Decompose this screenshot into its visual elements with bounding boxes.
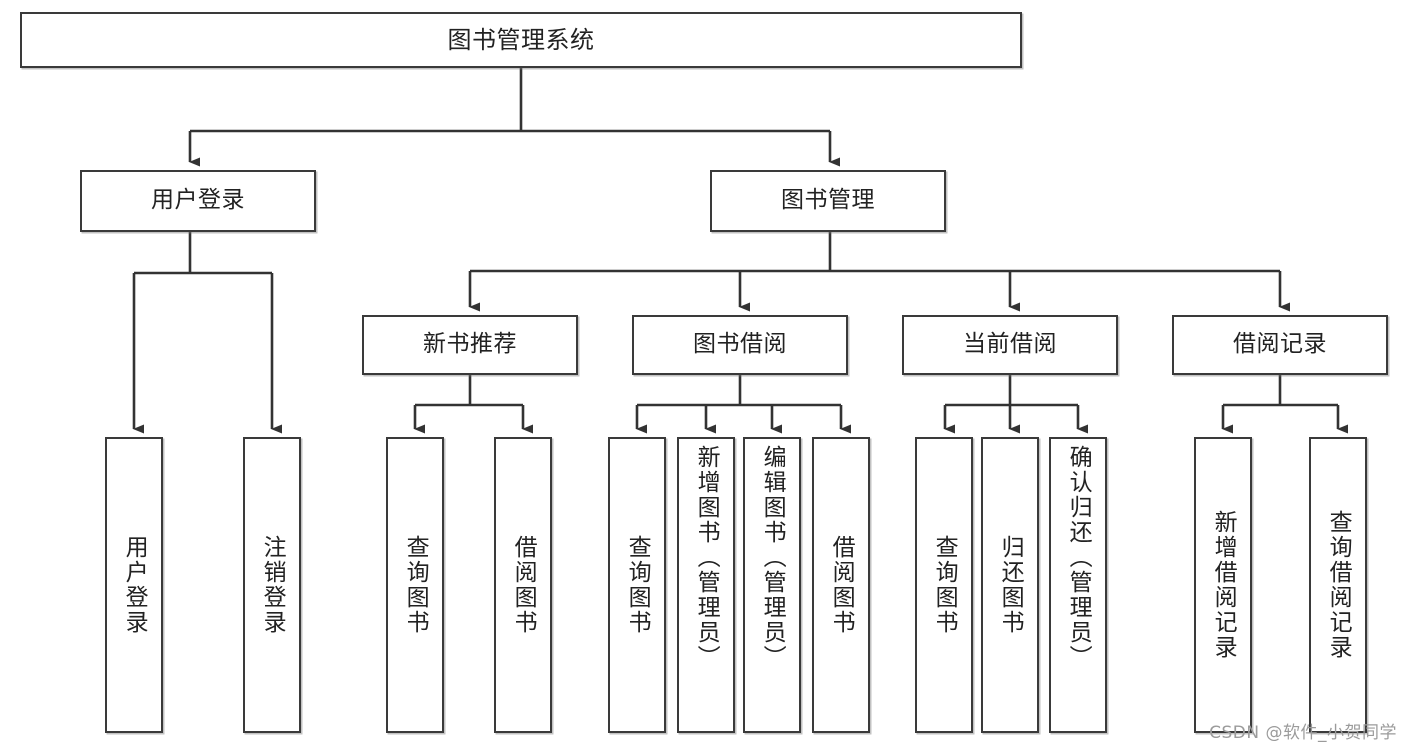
watermark-text: CSDN @软件_小贺同学	[1209, 723, 1397, 743]
node-label: 借阅记录	[1233, 331, 1327, 358]
edge-group-current-borrow	[943, 375, 1088, 434]
node-root-book-management-system[interactable]: 图书管理系统	[20, 12, 1022, 68]
node-label: 新增借阅记录	[1210, 510, 1237, 660]
edge-group-new-book-recommend	[413, 375, 533, 434]
edge-group-root	[188, 68, 840, 167]
node-label: 查询图书	[402, 535, 429, 635]
node-current-borrow[interactable]: 当前借阅	[902, 315, 1118, 375]
node-book-manage[interactable]: 图书管理	[710, 170, 946, 232]
node-new-book-recommend[interactable]: 新书推荐	[362, 315, 578, 375]
node-leaf-query-book-3[interactable]: 查询图书	[915, 437, 973, 733]
node-label: 注销登录	[259, 535, 286, 635]
edge-group-book-manage	[468, 232, 1290, 312]
edge-group-borrow-record	[1221, 375, 1348, 434]
edge-group-book-borrow	[635, 375, 851, 434]
node-leaf-borrow-book-1[interactable]: 借阅图书	[494, 437, 552, 733]
node-leaf-return-book[interactable]: 归还图书	[981, 437, 1039, 733]
node-leaf-confirm-return-admin[interactable]: 确认归还（管理员）	[1049, 437, 1107, 733]
node-leaf-add-book-admin[interactable]: 新增图书（管理员）	[677, 437, 735, 733]
node-label: 查询图书	[931, 535, 958, 635]
node-label: 图书管理系统	[447, 25, 595, 54]
node-label: 当前借阅	[963, 331, 1057, 358]
node-leaf-user-login[interactable]: 用户登录	[105, 437, 163, 733]
node-borrow-record[interactable]: 借阅记录	[1172, 315, 1388, 375]
node-label: 查询图书	[624, 535, 651, 635]
node-leaf-borrow-book-2[interactable]: 借阅图书	[812, 437, 870, 733]
node-label: 借阅图书	[510, 535, 537, 635]
node-label: 查询借阅记录	[1325, 510, 1352, 660]
node-user-login[interactable]: 用户登录	[80, 170, 316, 232]
node-label: 归还图书	[997, 535, 1024, 635]
node-leaf-query-book-2[interactable]: 查询图书	[608, 437, 666, 733]
node-label: 编辑图书（管理员）	[759, 445, 786, 670]
node-label: 用户登录	[121, 535, 148, 635]
node-label: 用户登录	[151, 187, 245, 214]
node-label: 图书借阅	[693, 331, 787, 358]
edge-group-user-login	[132, 232, 282, 434]
node-book-borrow[interactable]: 图书借阅	[632, 315, 848, 375]
node-label: 新书推荐	[423, 331, 517, 358]
node-leaf-query-borrow-record[interactable]: 查询借阅记录	[1309, 437, 1367, 733]
node-label: 确认归还（管理员）	[1065, 445, 1092, 670]
node-label: 图书管理	[781, 187, 875, 214]
node-leaf-add-borrow-record[interactable]: 新增借阅记录	[1194, 437, 1252, 733]
node-leaf-query-book-1[interactable]: 查询图书	[386, 437, 444, 733]
node-label: 借阅图书	[828, 535, 855, 635]
node-label: 新增图书（管理员）	[693, 445, 720, 670]
node-leaf-logout-login[interactable]: 注销登录	[243, 437, 301, 733]
node-leaf-edit-book-admin[interactable]: 编辑图书（管理员）	[743, 437, 801, 733]
